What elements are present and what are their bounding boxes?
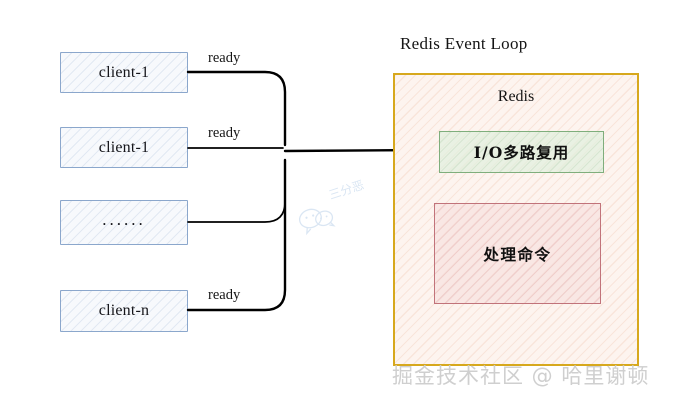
bottom-watermark: 掘金技术社区 @ 哈里谢顿 [392, 364, 650, 388]
process-command-box: 处理命令 [434, 203, 601, 304]
edge-label-ready: ready [208, 125, 241, 141]
client-box: client-n [60, 290, 188, 332]
edge-label-ready: ready [208, 287, 241, 303]
client-box: client-1 [60, 52, 188, 93]
client-box: client-1 [60, 127, 188, 168]
client-box-label: client-1 [98, 138, 150, 156]
wechat-watermark: 三分恶 [290, 169, 394, 241]
client-box-ellipsis: ...... [60, 200, 188, 245]
event-loop-title: Redis Event Loop [400, 34, 528, 53]
io-multiplexing-box: I/O多路复用 [439, 131, 604, 173]
redis-label: Redis [497, 88, 535, 105]
client-box-label: client-1 [98, 63, 150, 81]
client-box-label: client-n [98, 302, 150, 319]
ellipsis-label: ...... [102, 210, 146, 229]
io-multiplexing-label: I/O多路复用 [473, 143, 570, 162]
edge-label-ready: ready [208, 50, 241, 66]
redis-container-box: Redis I/O多路复用 处理命令 [393, 73, 639, 366]
wechat-watermark-text: 三分恶 [327, 177, 366, 203]
wechat-icon [298, 208, 336, 236]
process-command-label: 处理命令 [483, 244, 552, 264]
